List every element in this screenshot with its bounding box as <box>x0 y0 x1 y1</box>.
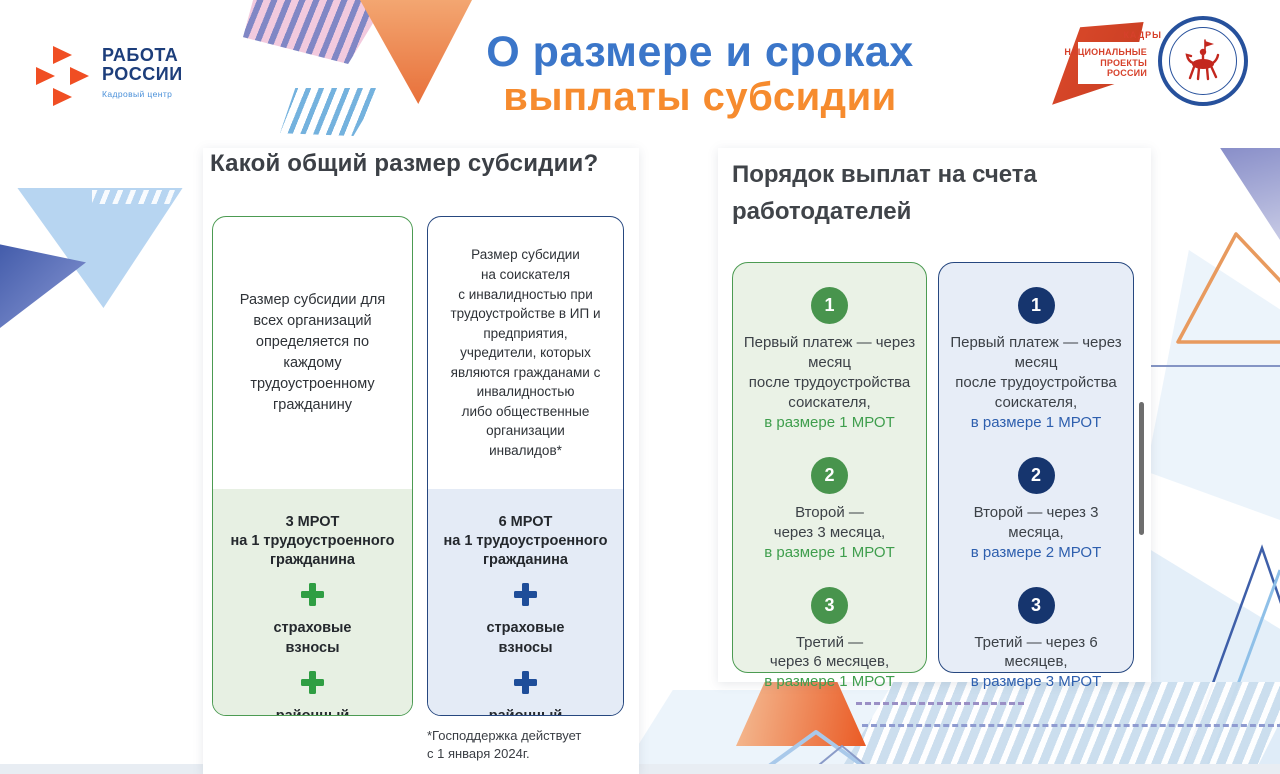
np-logo-line1: НАЦИОНАЛЬНЫЕ <box>1064 47 1147 58</box>
np-logo-line2: ПРОЕКТЫ <box>1100 57 1147 68</box>
deco-lightblue-triangle-left <box>17 188 183 308</box>
payment-step: 2 Второй — через 3 месяца, в размере 2 М… <box>949 456 1123 563</box>
step-number-badge: 3 <box>811 586 848 624</box>
np-logo-textbox: НАЦИОНАЛЬНЫЕ ПРОЕКТЫ РОССИИ <box>1064 42 1150 84</box>
step-number-badge: 2 <box>1017 456 1055 494</box>
subsidy-card-general-formula: 3 МРОТ на 1 трудоустроенного гражданина … <box>213 489 412 716</box>
step-highlight: в размере 2 МРОТ <box>970 543 1102 561</box>
subsidy-disability-addon2: районный коэффициент <box>488 707 563 716</box>
deco-blue-outline-triangle-bottom <box>756 730 877 774</box>
footnote: *Господдержка действует с 1 января 2024г… <box>427 728 582 762</box>
step-number-badge: 3 <box>1017 586 1055 624</box>
national-projects-logo: КАДРЫ НАЦИОНАЛЬНЫЕ ПРОЕКТЫ РОССИИ <box>1046 22 1168 110</box>
step-number-badge: 2 <box>811 456 848 494</box>
deco-purple-triangle-right <box>1220 148 1280 240</box>
deco-soft-blue-shape-top <box>1146 250 1280 520</box>
step-highlight: в размере 1 МРОТ <box>764 413 895 431</box>
deco-dashed-line-1 <box>856 702 1024 705</box>
subsidy-card-general-description: Размер субсидии для всех организаций опр… <box>239 291 386 414</box>
page-title: О размере и сроках выплаты субсидии <box>430 28 970 120</box>
plus-icon <box>301 670 324 694</box>
deco-striped-band-bottom <box>838 682 1280 774</box>
brand-arrows-icon <box>36 46 90 106</box>
payment-step: 1 Первый платеж — через месяц после труд… <box>743 287 916 433</box>
step-highlight: в размере 1 МРОТ <box>970 413 1102 431</box>
horseman-icon <box>1185 39 1220 81</box>
deco-navy-lines-bottom-right <box>1178 544 1280 774</box>
payment-step: 3 Третий — через 6 месяцев, в размере 1 … <box>743 586 916 693</box>
subsidy-general-amount: 3 МРОТ на 1 трудоустроенного гражданина <box>230 514 395 569</box>
subsidy-disability-addon1: страховые взносы <box>486 620 565 656</box>
step-highlight: в размере 1 МРОТ <box>764 673 895 691</box>
page-title-line2: выплаты субсидии <box>503 75 897 120</box>
subsidy-card-general: Размер субсидии для всех организаций опр… <box>212 216 413 716</box>
plus-icon <box>514 670 537 694</box>
deco-lightblue-triangle-stripes <box>92 190 184 204</box>
step-highlight: в размере 1 МРОТ <box>764 543 895 561</box>
step-highlight: в размере 3 МРОТ <box>970 673 1102 691</box>
deco-soft-blue-band <box>620 690 1280 774</box>
plus-icon <box>301 583 324 607</box>
deco-orange-outline-triangle <box>1176 232 1280 344</box>
step-text: Третий — через 6 месяцев, <box>974 633 1098 671</box>
subsidy-general-addon2: районный коэффициент <box>275 707 350 716</box>
subsidy-card-disability-formula: 6 МРОТ на 1 трудоустроенного гражданина … <box>428 489 623 716</box>
payment-step: 1 Первый платеж — через месяц после труд… <box>949 287 1123 433</box>
payment-step: 3 Третий — через 6 месяцев, в размере 3 … <box>949 586 1123 693</box>
deco-striped-purple-triangle <box>243 0 387 64</box>
np-logo-line3: РОССИИ <box>1106 68 1147 79</box>
subsidy-size-heading: Какой общий размер субсидии? <box>210 150 599 177</box>
np-logo-tag: КАДРЫ <box>1123 30 1162 40</box>
step-number-badge: 1 <box>1017 287 1055 324</box>
brand-name-line2: РОССИИ <box>102 64 183 85</box>
deco-dashed-line-2 <box>862 724 1280 727</box>
payment-step: 2 Второй — через 3 месяца, в размере 1 М… <box>743 456 916 563</box>
payment-card-general: 1 Первый платеж — через месяц после труд… <box>732 262 927 690</box>
step-text: Второй — через 3 месяца, <box>973 503 1099 541</box>
subsidy-disability-amount: 6 МРОТ на 1 трудоустроенного гражданина <box>443 514 608 569</box>
step-text: Первый платеж — через месяц после трудоу… <box>743 334 916 411</box>
yakutia-emblem-icon <box>1158 16 1248 106</box>
deco-blue-line <box>1147 365 1280 367</box>
step-text: Третий — через 6 месяцев, <box>769 633 890 671</box>
payment-card-disability: 1 Первый платеж — через месяц после труд… <box>938 262 1134 690</box>
deco-bottom-strip <box>0 764 1280 774</box>
step-number-badge: 1 <box>811 287 848 324</box>
step-text: Первый платеж — через месяц после трудоу… <box>950 334 1122 411</box>
plus-icon <box>514 583 537 607</box>
subsidy-general-addon1: страховые взносы <box>273 620 352 656</box>
yakutia-emblem-inner <box>1169 27 1237 95</box>
subsidy-card-disability: Размер субсидии на соискателя с инвалидн… <box>427 216 624 716</box>
step-text: Второй — через 3 месяца, <box>773 503 886 541</box>
payment-order-heading: Порядок выплат на счета работодателей <box>732 161 1037 226</box>
deco-navy-corner-triangle <box>0 236 86 338</box>
brand-subtitle: Кадровый центр <box>102 88 173 99</box>
subsidy-card-disability-description: Размер субсидии на соискателя с инвалидн… <box>450 247 601 459</box>
deco-striped-blue-triangle <box>280 88 382 136</box>
brand-text: РАБОТА РОССИИ Кадровый центр <box>102 45 183 99</box>
scrollbar-thumb[interactable] <box>1139 402 1144 535</box>
rabota-rossii-logo: РАБОТА РОССИИ Кадровый центр <box>36 45 236 118</box>
brand-name-line1: РАБОТА <box>102 45 179 65</box>
page-title-line1: О размере и сроках <box>486 28 914 76</box>
